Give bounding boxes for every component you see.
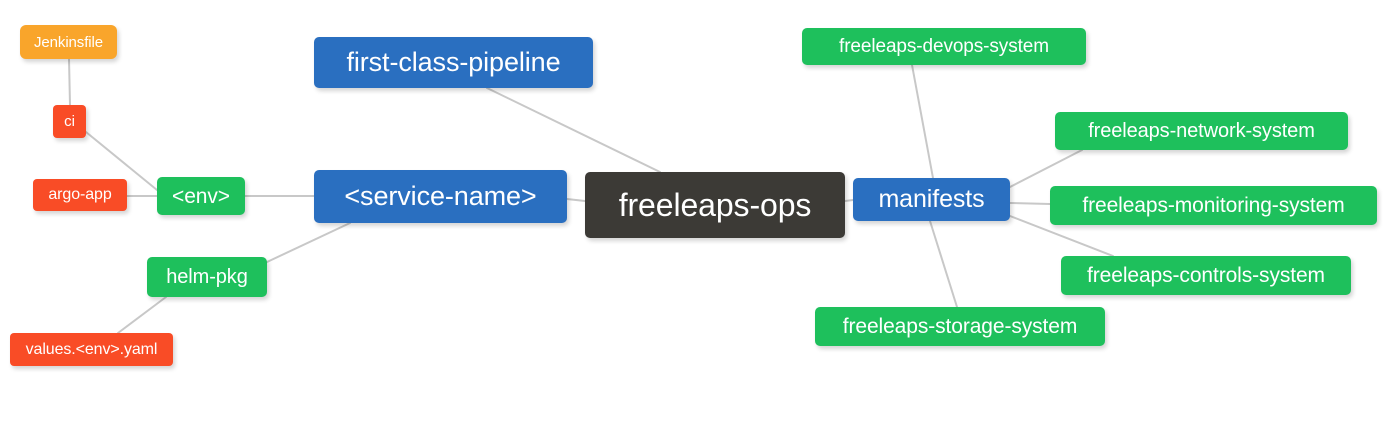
node-label: manifests [878, 185, 985, 213]
node-first-class-pipeline[interactable]: first-class-pipeline [314, 37, 593, 88]
node-ci[interactable]: ci [53, 105, 86, 138]
node-values-yaml[interactable]: values.<env>.yaml [10, 333, 173, 366]
node-freeleaps-monitoring-system[interactable]: freeleaps-monitoring-system [1050, 186, 1377, 225]
node-freeleaps-ops[interactable]: freeleaps-ops [585, 172, 845, 238]
node-label: ci [64, 113, 75, 130]
node-freeleaps-network-system[interactable]: freeleaps-network-system [1055, 112, 1348, 150]
node-label: freeleaps-monitoring-system [1082, 194, 1345, 217]
node-label: helm-pkg [166, 266, 248, 288]
node-helm-pkg[interactable]: helm-pkg [147, 257, 267, 297]
node-env[interactable]: <env> [157, 177, 245, 215]
node-freeleaps-storage-system[interactable]: freeleaps-storage-system [815, 307, 1105, 346]
node-freeleaps-devops-system[interactable]: freeleaps-devops-system [802, 28, 1086, 65]
node-label: freeleaps-storage-system [842, 315, 1078, 338]
node-label: freeleaps-network-system [1088, 120, 1315, 142]
edge-service-name-to-freeleaps-ops [566, 198, 586, 202]
node-jenkinsfile[interactable]: Jenkinsfile [20, 25, 117, 59]
edge-manifests-to-freeleaps-network-system [1009, 149, 1083, 188]
node-label: <env> [172, 184, 230, 208]
node-label: Jenkinsfile [34, 33, 103, 51]
node-manifests[interactable]: manifests [853, 178, 1010, 221]
edge-manifests-to-freeleaps-devops-system [911, 64, 934, 179]
node-label: freeleaps-ops [618, 187, 812, 223]
edge-jenkinsfile-to-ci [68, 58, 71, 106]
node-argo-app[interactable]: argo-app [33, 179, 127, 211]
edge-first-class-pipeline-to-freeleaps-ops [486, 87, 661, 173]
node-label: argo-app [48, 186, 112, 203]
edge-service-name-to-helm-pkg [266, 222, 351, 263]
node-label: <service-name> [344, 181, 537, 211]
node-service-name[interactable]: <service-name> [314, 170, 567, 223]
edge-manifests-to-freeleaps-monitoring-system [1009, 202, 1051, 205]
node-freeleaps-controls-system[interactable]: freeleaps-controls-system [1061, 256, 1351, 295]
node-label: first-class-pipeline [346, 47, 561, 77]
edge-manifests-to-freeleaps-storage-system [929, 220, 958, 308]
node-label: freeleaps-devops-system [839, 36, 1049, 57]
edge-freeleaps-ops-to-manifests [844, 199, 854, 202]
node-label: values.<env>.yaml [25, 340, 158, 358]
edge-helm-pkg-to-values-yaml [117, 296, 167, 334]
node-label: freeleaps-controls-system [1087, 264, 1325, 287]
